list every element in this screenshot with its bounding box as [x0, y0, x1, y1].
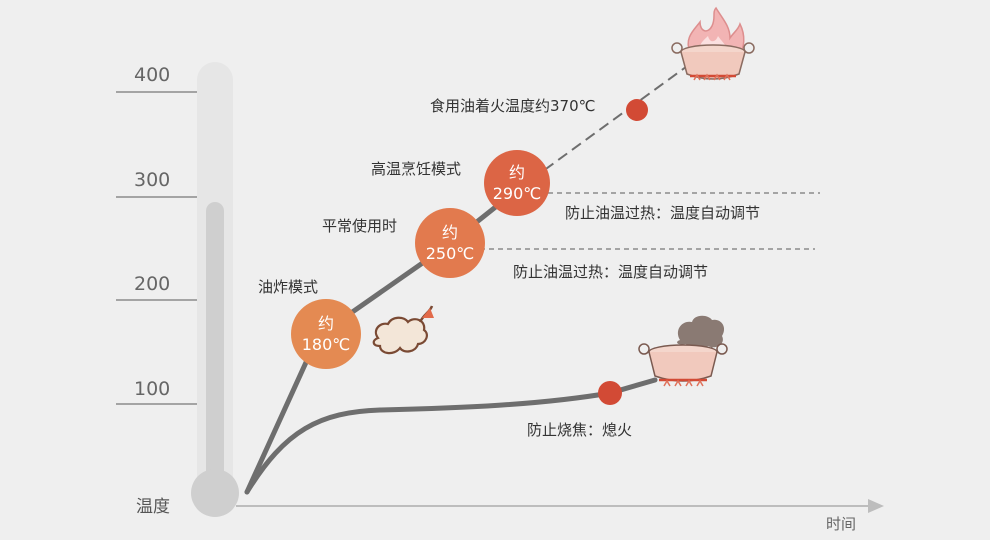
thermometer-mercury — [206, 202, 224, 492]
normal-use-label: 平常使用时 — [322, 217, 398, 235]
tick-label-200: 200 — [134, 273, 171, 295]
bubble-290-value: 290℃ — [492, 184, 542, 203]
oil-heating-curve — [244, 187, 520, 495]
temp-bubble-250: 约 250℃ — [415, 208, 485, 278]
high-temp-mode-label: 高温烹饪模式 — [371, 160, 462, 178]
flaming-pot-icon — [671, 6, 755, 81]
tick-label-400: 400 — [134, 64, 171, 86]
burn-cutoff-dot — [598, 381, 622, 405]
time-axis-arrow — [868, 499, 884, 513]
temp-bubble-180: 约 180℃ — [291, 299, 361, 369]
smoking-pot-icon — [638, 315, 728, 387]
thermometer-bulb — [191, 469, 239, 517]
bubble-180-value: 180℃ — [301, 335, 351, 354]
x-axis-label: 时间 — [826, 515, 857, 533]
burn-prevention-curve — [244, 377, 658, 495]
bubble-250-prefix: 约 — [441, 223, 458, 242]
prevent-overheat-label-1: 防止油温过热：温度自动调节 — [565, 204, 761, 222]
oil-ignition-label: 食用油着火温度约370℃ — [430, 97, 596, 115]
y-axis-label: 温度 — [136, 497, 170, 517]
bubble-180-prefix: 约 — [317, 314, 334, 333]
prevent-burn-label: 防止烧焦：熄火 — [527, 421, 633, 439]
prevent-overheat-label-2: 防止油温过热：温度自动调节 — [513, 263, 709, 281]
tick-label-300: 300 — [134, 169, 171, 191]
bubble-250-value: 250℃ — [425, 244, 475, 263]
temp-bubble-290: 约 290℃ — [484, 150, 550, 216]
tick-label-100: 100 — [134, 378, 171, 400]
fry-mode-label: 油炸模式 — [258, 278, 319, 296]
ignition-point-dot — [626, 99, 648, 121]
fried-shrimp-icon — [372, 305, 434, 355]
bubble-290-prefix: 约 — [508, 163, 525, 182]
